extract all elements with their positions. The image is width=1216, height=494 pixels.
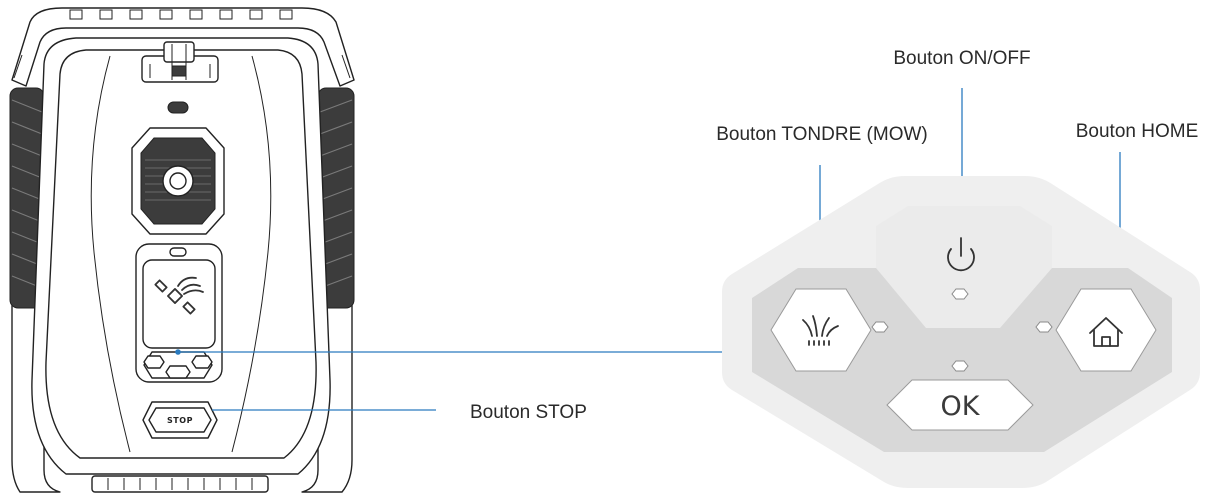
camera-housing — [131, 127, 225, 235]
stop-button-label: STOP — [167, 416, 193, 425]
led-home — [1035, 321, 1053, 333]
label-on-off: Bouton ON/OFF — [893, 48, 1030, 69]
satellite-icon — [154, 276, 204, 315]
cover-contour-left — [90, 55, 131, 453]
sensor-slot — [167, 101, 189, 114]
ok-button: OK — [886, 379, 1034, 431]
home-icon — [1089, 317, 1123, 347]
led-on-off — [951, 288, 969, 300]
led-mow — [871, 321, 889, 333]
home-button — [1055, 288, 1157, 372]
panel-top-area — [876, 206, 1052, 328]
ok-button-label: OK — [941, 391, 981, 422]
grass-icon — [802, 315, 839, 346]
label-home: Bouton HOME — [1076, 121, 1199, 142]
mow-button — [770, 288, 872, 372]
cover-contour-right — [231, 55, 272, 453]
power-icon — [947, 237, 975, 272]
bottom-grille — [91, 475, 269, 493]
label-stop: Bouton STOP — [470, 402, 587, 423]
mower-control-panel — [135, 243, 223, 383]
top-bumper — [11, 7, 355, 87]
robot-mower-illustration: STOP — [9, 7, 355, 493]
mower-button-cluster — [143, 351, 213, 379]
led-ok — [951, 360, 969, 372]
rear-handle — [141, 41, 219, 83]
wheel-tread — [11, 99, 353, 289]
control-panel-zoom: OK — [722, 176, 1200, 488]
mower-stop-button: STOP — [142, 401, 218, 439]
label-mow: Bouton TONDRE (MOW) — [716, 124, 928, 145]
bumper-ribs — [13, 9, 351, 79]
